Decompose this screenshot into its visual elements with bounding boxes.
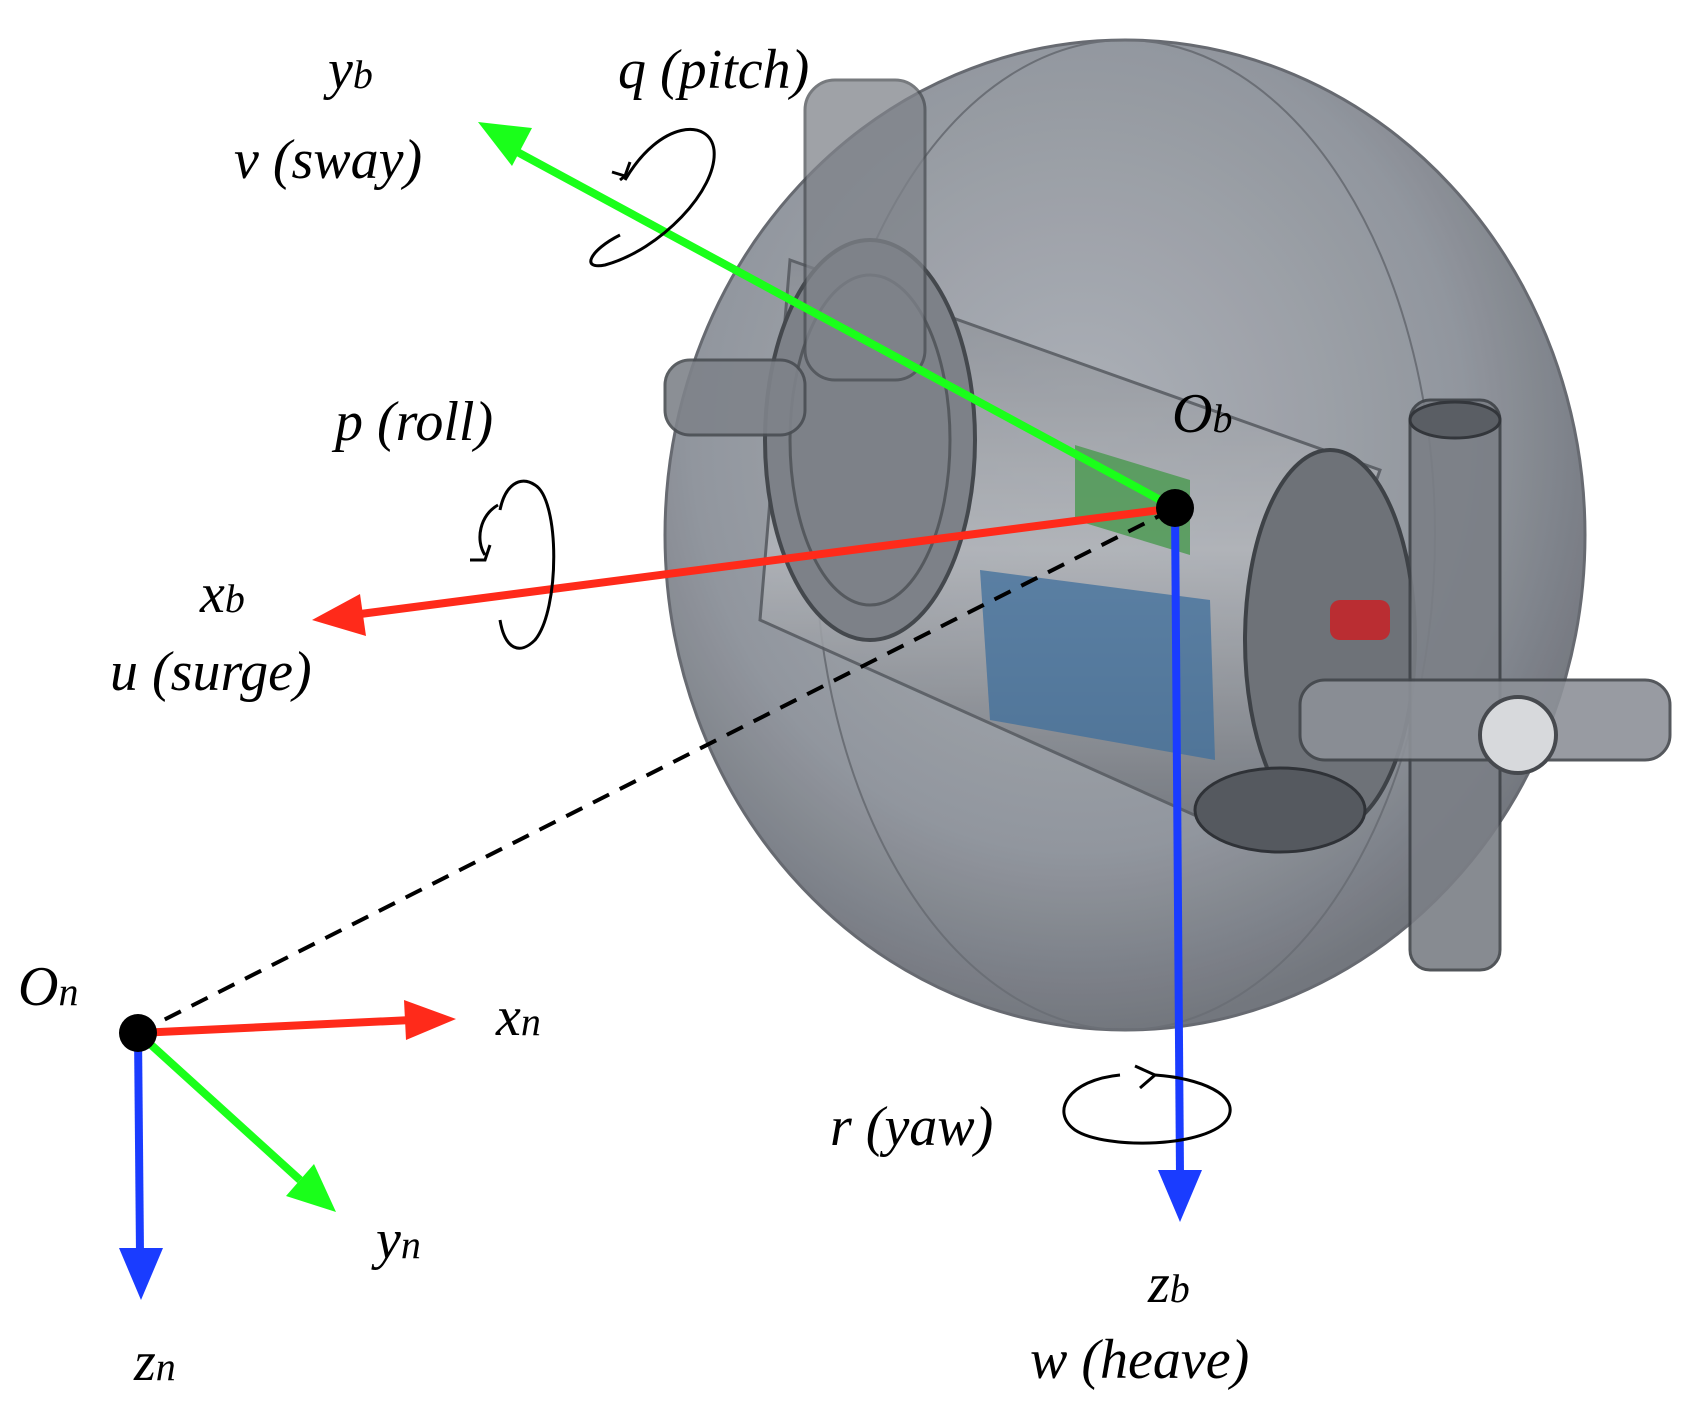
sway-label: v (sway) [234,129,422,191]
on-label: On [18,956,78,1018]
horizontal-thruster-mouth [1193,766,1367,854]
ob-origin-point [1156,489,1194,527]
yb-label: yb [323,39,373,101]
heave-label: w (heave) [1030,1329,1249,1391]
xn-axis [137,1016,413,1037]
yb-axis [508,144,1177,512]
xn-arrowhead [404,1000,456,1040]
yn-axis [135,1030,303,1183]
upper-support-tube [803,78,927,382]
surge-label: u (surge) [110,641,312,703]
labels: yb v (sway) q (pitch) p (roll) xb u (sur… [18,39,1249,1393]
yaw-rotation-icon [1062,1064,1232,1145]
roll-rotation-icon [470,479,556,650]
zn-axis [134,1032,144,1255]
origin-link-line [137,506,1176,1035]
xb-axis [344,504,1176,620]
pitch-label: q (pitch) [618,39,809,101]
pitch-rotation-icon [589,128,716,268]
vehicle-illustration [663,38,1672,1032]
side-port [1478,695,1558,775]
inertial-frame [119,1000,456,1300]
on-origin-point [119,1014,157,1052]
battery-pack [980,570,1215,760]
yn-arrowhead [286,1164,336,1212]
zn-label: zn [133,1331,176,1393]
xb-arrowhead [312,594,366,636]
left-support-tube [663,358,807,437]
xb-label: xb [199,563,245,625]
yaw-label: r (yaw) [830,1096,993,1158]
vertical-thruster-mouth [1408,400,1502,440]
zb-arrowhead [1158,1170,1202,1222]
yn-label: yn [371,1209,421,1271]
ob-label: Ob [1172,383,1232,445]
zb-label: zb [1147,1253,1190,1315]
zn-arrowhead [119,1248,163,1300]
zb-axis [1171,507,1184,1176]
xn-label: xn [495,986,541,1048]
roll-label: p (roll) [331,391,493,453]
yb-arrowhead [478,122,532,166]
red-connector [1330,600,1390,640]
body-frame [312,122,1202,1222]
